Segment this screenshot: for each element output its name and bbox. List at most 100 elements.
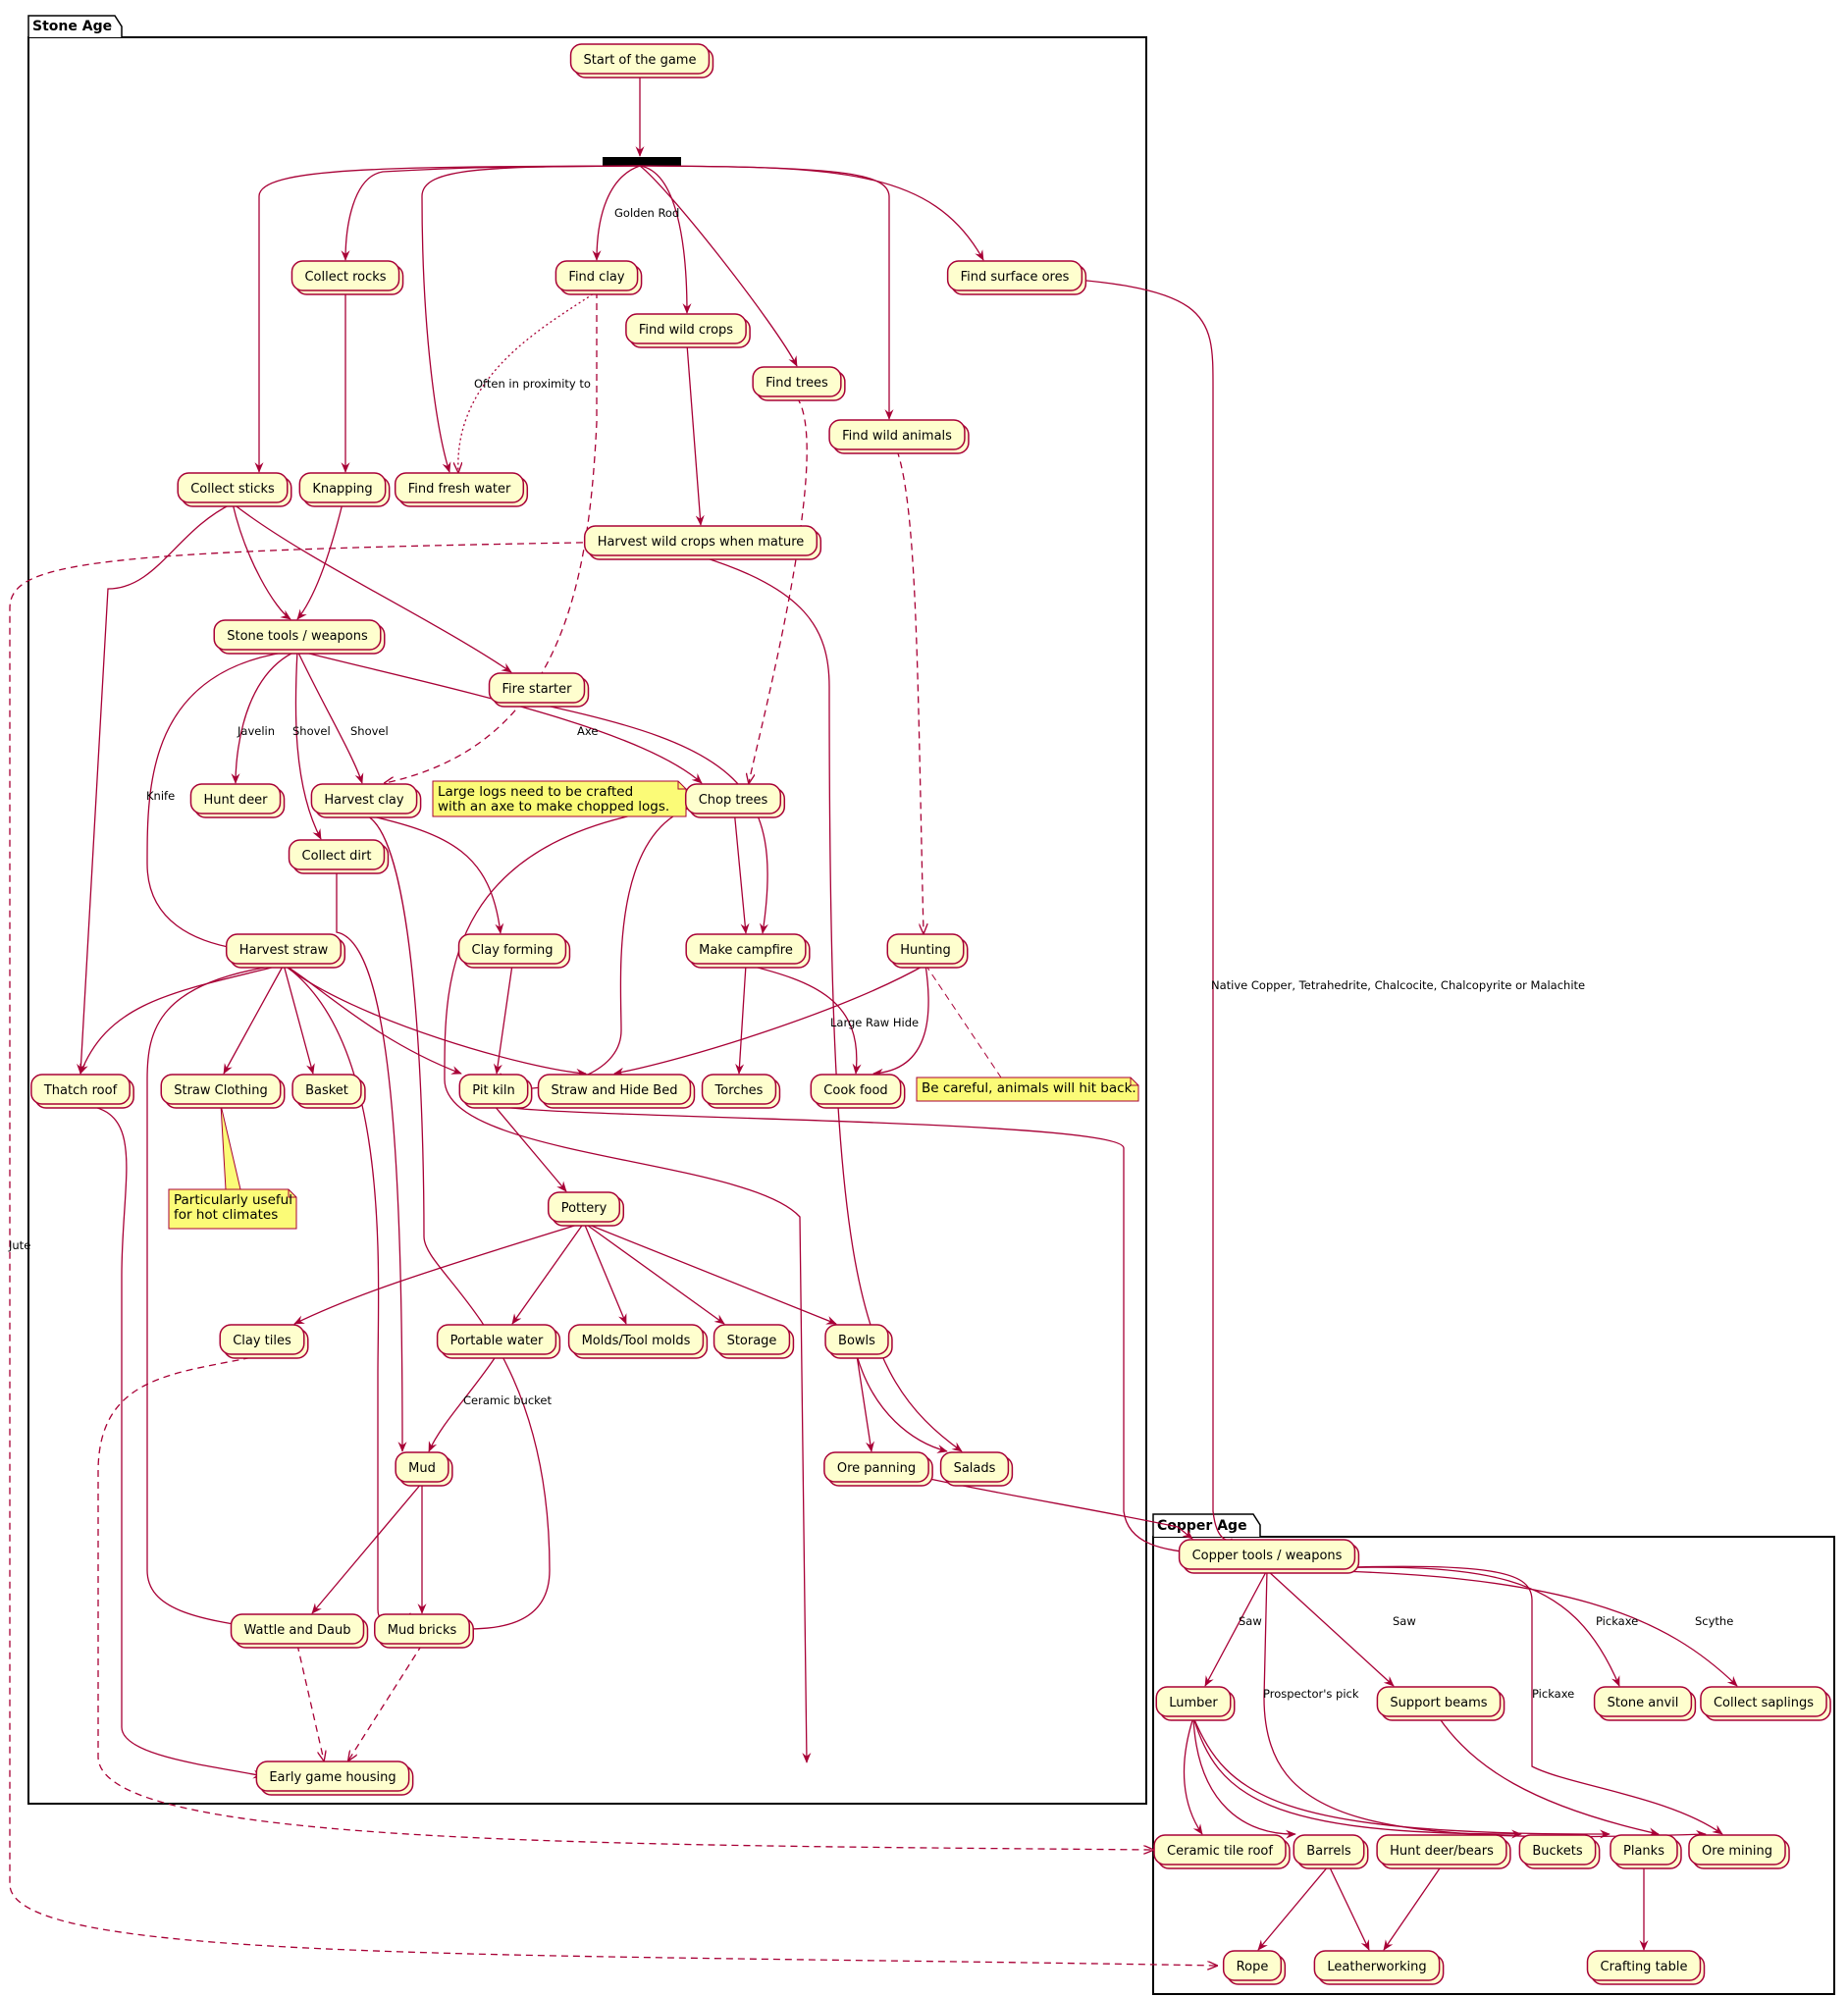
node-make-campfire: Make campfire — [685, 933, 811, 969]
fork-bar — [603, 157, 681, 166]
node-ore-mining: Ore mining — [1688, 1834, 1790, 1869]
node-label: Copper tools / weapons — [1192, 1549, 1343, 1563]
edge-arrow — [232, 502, 291, 620]
edge-arrow — [363, 814, 504, 934]
node-planks: Planks — [1610, 1834, 1682, 1869]
node-collect-sticks: Collect sticks — [177, 472, 292, 507]
node-label: Molds/Tool molds — [582, 1334, 691, 1348]
package-title: Stone Age — [32, 19, 112, 34]
edge-label: Pickaxe — [1532, 1687, 1574, 1701]
node-label: Collect saplings — [1714, 1696, 1814, 1710]
package-stone-age: Stone Age — [27, 15, 1147, 1805]
edge-arrow — [639, 165, 984, 261]
node-stone-anvil: Stone anvil — [1593, 1686, 1697, 1721]
edge-arrow — [592, 165, 641, 261]
node-label: Clay tiles — [233, 1334, 291, 1348]
edge-arrow — [856, 1354, 874, 1452]
note-line: Particularly useful — [174, 1192, 292, 1208]
node-collect-rocks: Collect rocks — [290, 260, 404, 295]
node-label: Ore mining — [1702, 1844, 1772, 1859]
edge-arrow — [283, 964, 411, 1626]
package-copper-age: Copper Age — [1152, 1513, 1835, 1995]
edge-arrow — [296, 650, 703, 784]
node-label: Hunt deer/bears — [1390, 1844, 1494, 1859]
node-start: Start of the game — [569, 43, 714, 79]
edge-arrow — [536, 703, 768, 934]
node-label: Mud — [408, 1461, 436, 1476]
node-hunting: Hunting — [886, 933, 969, 969]
node-label: Collect dirt — [302, 849, 372, 864]
edge-arrow — [493, 964, 513, 1075]
node-label: Hunt deer — [203, 793, 268, 808]
edge-arrow — [1192, 1716, 1296, 1839]
node-harvest-straw: Harvest straw — [225, 933, 346, 969]
node-crafting-table: Crafting table — [1586, 1950, 1706, 1985]
edge-arrow — [1266, 1566, 1620, 1687]
node-portable-water: Portable water — [436, 1324, 561, 1359]
edge-arrow — [735, 964, 747, 1075]
edge-arrow — [1257, 1865, 1330, 1951]
node-label: Crafting table — [1601, 1960, 1688, 1974]
edge-arrow — [1014, 275, 1237, 1549]
edge-label: Native Copper, Tetrahedrite, Chalcocite,… — [1211, 978, 1585, 992]
edge-arrow — [311, 1482, 423, 1614]
node-harvest-clay: Harvest clay — [310, 783, 422, 818]
edge-arrow — [283, 964, 462, 1075]
note-line: Be careful, animals will hit back. — [922, 1080, 1136, 1096]
edge-arrow — [872, 964, 929, 1077]
node-label: Pottery — [561, 1201, 607, 1216]
node-hunt-deer: Hunt deer — [189, 783, 286, 818]
edge-arrow — [254, 165, 641, 473]
edge-arrow — [341, 165, 641, 261]
node-label: Find surface ores — [961, 270, 1070, 285]
edge-arrow — [293, 1222, 585, 1325]
node-label: Knapping — [312, 482, 372, 497]
node-collect-dirt: Collect dirt — [288, 839, 390, 874]
note-line: with an axe to make chopped logs. — [438, 799, 669, 815]
edge-arrow — [639, 165, 692, 314]
node-buckets: Buckets — [1518, 1834, 1601, 1869]
node-label: Pit kiln — [472, 1083, 514, 1098]
edge-arrow — [749, 396, 808, 783]
edge-label: Jute — [8, 1238, 30, 1252]
node-knapping: Knapping — [298, 472, 391, 507]
node-label: Find clay — [568, 270, 624, 285]
node-clay-forming: Clay forming — [457, 933, 571, 969]
edge-label: Pickaxe — [1596, 1614, 1638, 1628]
node-salads: Salads — [939, 1451, 1014, 1487]
node-chop-trees: Chop trees — [684, 783, 786, 818]
node-label: Ceramic tile roof — [1167, 1844, 1273, 1859]
edge-arrow — [9, 540, 1217, 1966]
node-wattle-daub: Wattle and Daub — [230, 1613, 369, 1649]
node-pottery: Pottery — [547, 1191, 625, 1227]
edge-arrow — [232, 502, 512, 673]
edge-arrow — [583, 1222, 627, 1325]
edge-arrow — [1266, 1569, 1738, 1687]
node-label: Hunting — [900, 943, 950, 958]
node-mud-bricks: Mud bricks — [374, 1613, 474, 1649]
edge-arrow — [296, 650, 364, 784]
node-label: Straw Clothing — [174, 1083, 268, 1098]
node-label: Collect sticks — [190, 482, 275, 497]
node-label: Torches — [714, 1083, 764, 1098]
node-label: Clay forming — [472, 943, 554, 958]
node-label: Stone tools / weapons — [227, 629, 368, 644]
node-label: Harvest straw — [239, 943, 329, 958]
node-label: Straw and Hide Bed — [552, 1083, 678, 1098]
node-label: Find fresh water — [408, 482, 511, 497]
edge-arrow — [363, 814, 551, 1634]
edge-arrow — [613, 964, 926, 1077]
edges — [9, 75, 1738, 1966]
edge-arrow — [231, 650, 298, 784]
node-label: Cook food — [823, 1083, 887, 1098]
edge-arrow — [348, 1644, 423, 1761]
node-label: Fire starter — [502, 682, 573, 697]
node-straw-hide-bed: Straw and Hide Bed — [537, 1074, 696, 1109]
edge-arrow — [1328, 1865, 1370, 1951]
node-label: Planks — [1623, 1844, 1664, 1859]
node-label: Leatherworking — [1327, 1960, 1426, 1974]
node-label: Ore panning — [837, 1461, 916, 1476]
